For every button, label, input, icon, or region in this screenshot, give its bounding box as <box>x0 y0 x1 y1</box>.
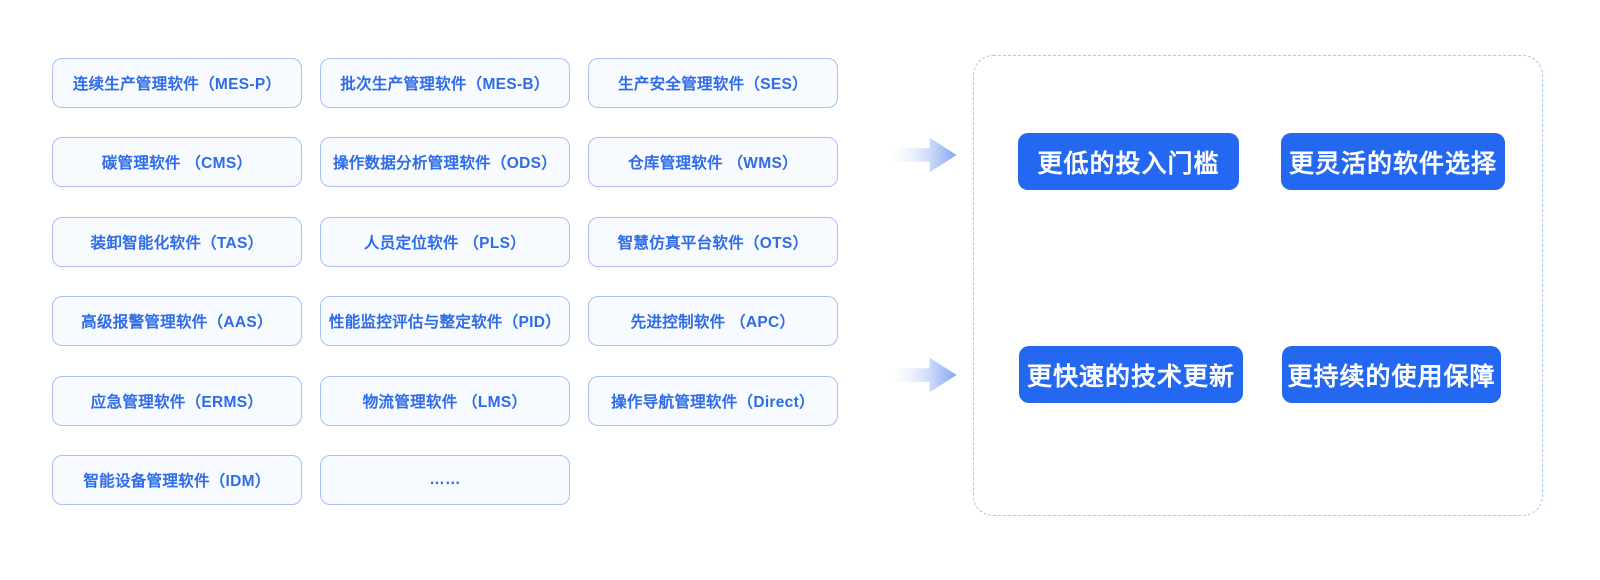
benefit-badge-sustained-support: 更持续的使用保障 <box>1282 346 1501 403</box>
module-box-pid: 性能监控评估与整定软件（PID） <box>320 296 570 347</box>
module-box-cms: 碳管理软件 （CMS） <box>52 137 302 188</box>
benefit-badge-faster-updates: 更快速的技术更新 <box>1019 346 1243 403</box>
module-box-apc: 先进控制软件 （APC） <box>588 296 838 347</box>
arrow-right-icon <box>887 137 957 173</box>
module-box-mes-p: 连续生产管理软件（MES-P） <box>52 58 302 108</box>
module-box-mes-b: 批次生产管理软件（MES-B） <box>320 58 570 108</box>
module-box-pls: 人员定位软件 （PLS） <box>320 216 570 267</box>
module-box-lms: 物流管理软件 （LMS） <box>320 375 570 426</box>
arrow-right-icon <box>887 357 957 393</box>
module-box-aas: 高级报警管理软件（AAS） <box>52 296 302 347</box>
module-box-direct: 操作导航管理软件（Direct） <box>588 375 838 426</box>
module-box-tas: 装卸智能化软件（TAS） <box>52 216 302 267</box>
modules-grid: 连续生产管理软件（MES-P） 批次生产管理软件（MES-B） 生产安全管理软件… <box>52 58 838 505</box>
module-box-more: …… <box>320 454 570 505</box>
benefits-panel <box>973 55 1543 516</box>
module-box-ods: 操作数据分析管理软件（ODS） <box>320 137 570 188</box>
module-box-wms: 仓库管理软件 （WMS） <box>588 137 838 188</box>
benefit-badge-lower-cost: 更低的投入门槛 <box>1018 133 1239 190</box>
module-box-ots: 智慧仿真平台软件（OTS） <box>588 216 838 267</box>
module-box-ses: 生产安全管理软件（SES） <box>588 58 838 108</box>
benefit-badge-flexible-choice: 更灵活的软件选择 <box>1281 133 1505 190</box>
module-box-erms: 应急管理软件（ERMS） <box>52 375 302 426</box>
module-box-idm: 智能设备管理软件（IDM） <box>52 454 302 505</box>
